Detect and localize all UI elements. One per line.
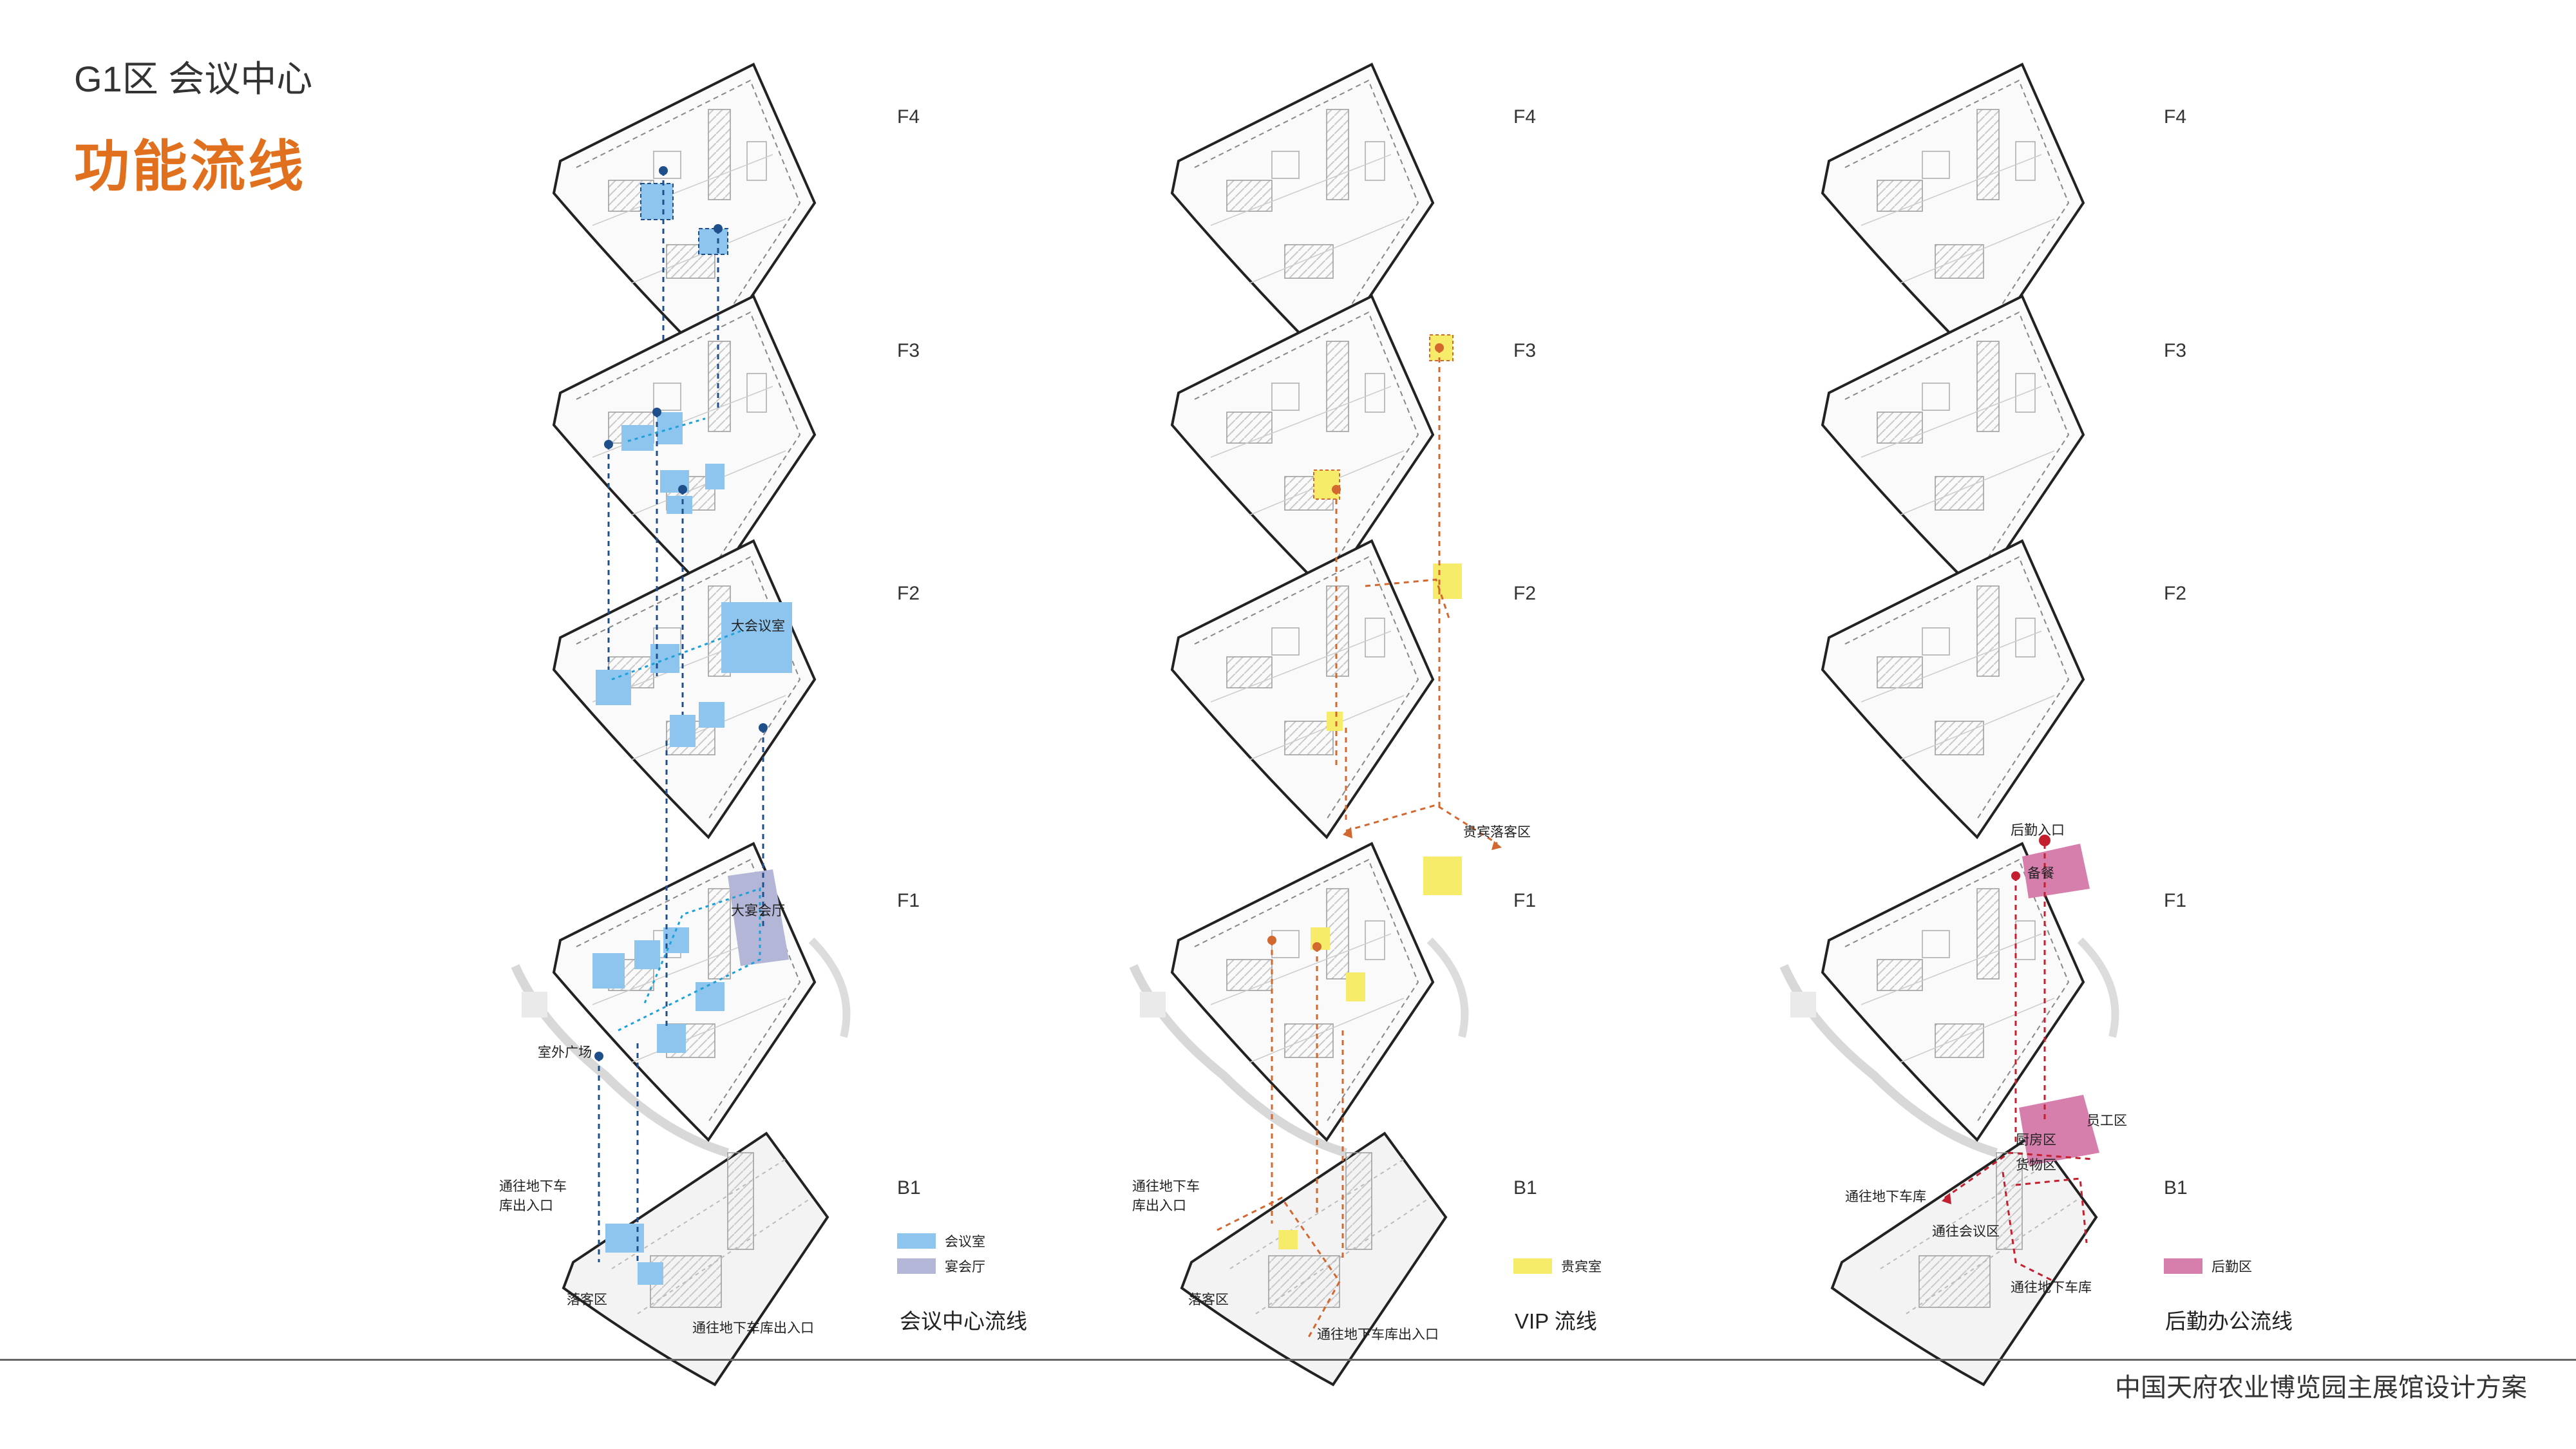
floor-label-b1: B1 (1513, 1177, 1537, 1198)
floor-label-f3: F3 (1513, 340, 1537, 361)
panel-title-service: 后勤办公流线 (2165, 1309, 2293, 1333)
floor-label-b1: B1 (2164, 1177, 2188, 1198)
section-subtitle: G1区 会议中心 (74, 59, 313, 99)
floor-label-f1: F1 (897, 890, 920, 911)
legend-item-meeting: 会议室 (897, 1231, 985, 1251)
label-garage-route: 通往地下车库 (1845, 1189, 1926, 1204)
label-garage-access: 通往地下车库出入口 (1132, 1179, 1200, 1213)
floor-label-f2: F2 (897, 583, 920, 604)
floor-label-b1: B1 (897, 1177, 921, 1198)
label-outdoor-plaza: 室外广场 (538, 1045, 592, 1060)
legend-item-banquet: 宴会厅 (897, 1256, 985, 1276)
floor-label-f1: F1 (2164, 890, 2187, 911)
label-goods-area: 货物区 (2016, 1158, 2056, 1173)
label-kitchen-area: 厨房区 (2016, 1133, 2056, 1148)
label-dropoff: 落客区 (567, 1293, 607, 1307)
label-service-entry: 后勤入口 (2011, 823, 2065, 838)
floor-label-f4: F4 (897, 106, 920, 128)
page-title: 功能流线 (74, 136, 306, 198)
panel-title-vip: VIP 流线 (1515, 1309, 1597, 1333)
panel-title-conference: 会议中心流线 (900, 1309, 1027, 1333)
legend-item-service-area: 后勤区 (2164, 1256, 2252, 1276)
label-vip-dropoff: 贵宾落客区 (1463, 825, 1531, 840)
label-meeting-route: 通往会议区 (1932, 1224, 2000, 1239)
panel-vip (1133, 63, 1502, 1386)
panel-conference (515, 63, 846, 1386)
floor-label-f2: F2 (2164, 583, 2187, 604)
floor-label-f4: F4 (2164, 106, 2187, 128)
floor-label-f3: F3 (2164, 340, 2187, 361)
label-garage-exit: 通往地下车库出入口 (1317, 1327, 1439, 1342)
panel-service (1784, 63, 2115, 1386)
label-big-meeting-room: 大会议室 (731, 619, 785, 634)
label-garage-route-lower: 通往地下车库 (2011, 1280, 2092, 1295)
label-dropoff: 落客区 (1188, 1293, 1229, 1307)
floor-label-f3: F3 (897, 340, 920, 361)
label-garage-exit: 通往地下车库出入口 (692, 1321, 814, 1336)
floor-label-f4: F4 (1513, 106, 1537, 128)
footer-divider (0, 1359, 2576, 1361)
footer-project-name: 中国天府农业博览园主展馆设计方案 (2115, 1374, 2527, 1402)
label-banquet-hall: 大宴会厅 (731, 904, 785, 918)
floor-label-f2: F2 (1513, 583, 1537, 604)
floor-label-f1: F1 (1513, 890, 1537, 911)
label-staff-area: 员工区 (2087, 1113, 2127, 1128)
legend-item-vip-room: 贵宾室 (1513, 1256, 1602, 1276)
label-pantry: 备餐 (2027, 866, 2054, 881)
label-garage-access: 通往地下车库出入口 (499, 1179, 567, 1213)
